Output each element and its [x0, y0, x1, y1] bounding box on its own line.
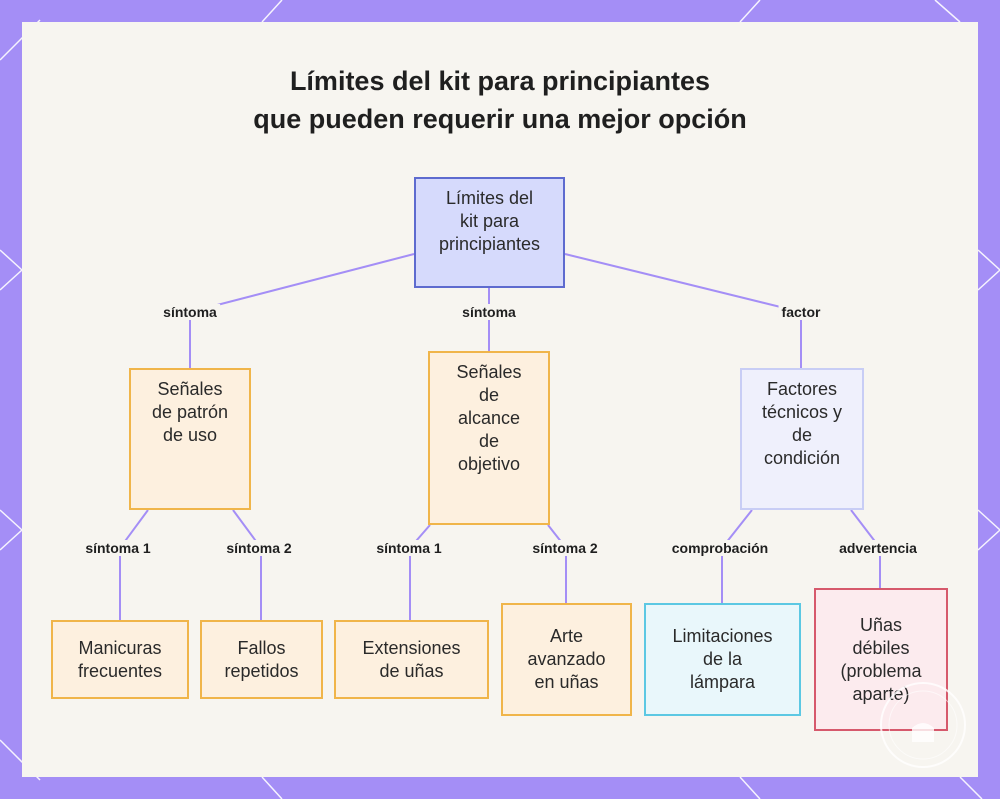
- edge-uso-fallos: [232, 509, 262, 620]
- edge-label-uso-fallos: síntoma 2: [223, 540, 295, 556]
- edge-uso-manicuras: [119, 509, 149, 620]
- edge-label-uso-manicuras: síntoma 1: [82, 540, 154, 556]
- edge-label-root-alcance: síntoma: [459, 304, 519, 320]
- edge-label-root-uso: síntoma: [160, 304, 220, 320]
- node-extensiones: Extensiones de uñas: [334, 620, 489, 699]
- edge-label-factores-lampara: comprobación: [668, 540, 772, 556]
- node-senales-alcance: Señales de alcance de objetivo: [428, 351, 550, 525]
- node-arte: Arte avanzado en uñas: [501, 603, 632, 716]
- edge-factores-lampara: [721, 509, 753, 603]
- node-senales-uso: Señales de patrón de uso: [129, 368, 251, 510]
- edge-root-uso: [189, 253, 415, 368]
- diagram-title: Límites del kit para principiantes que p…: [0, 62, 1000, 138]
- node-lampara: Limitaciones de la lámpara: [644, 603, 801, 716]
- node-root: Límites del kit para principiantes: [414, 177, 565, 288]
- edge-root-factores: [564, 253, 802, 368]
- title-line-2: que pueden requerir una mejor opción: [253, 104, 747, 134]
- edge-label-alcance-extensiones: síntoma 1: [373, 540, 445, 556]
- node-factores: Factores técnicos y de condición: [740, 368, 864, 510]
- edge-alcance-arte: [547, 524, 567, 603]
- watermark-logo: [880, 682, 966, 768]
- edge-label-factores-debiles: advertencia: [836, 540, 920, 556]
- edge-label-alcance-arte: síntoma 2: [529, 540, 601, 556]
- title-line-1: Límites del kit para principiantes: [289, 66, 711, 96]
- node-manicuras: Manicuras frecuentes: [51, 620, 189, 699]
- edge-label-root-factores: factor: [778, 304, 824, 320]
- node-fallos: Fallos repetidos: [200, 620, 323, 699]
